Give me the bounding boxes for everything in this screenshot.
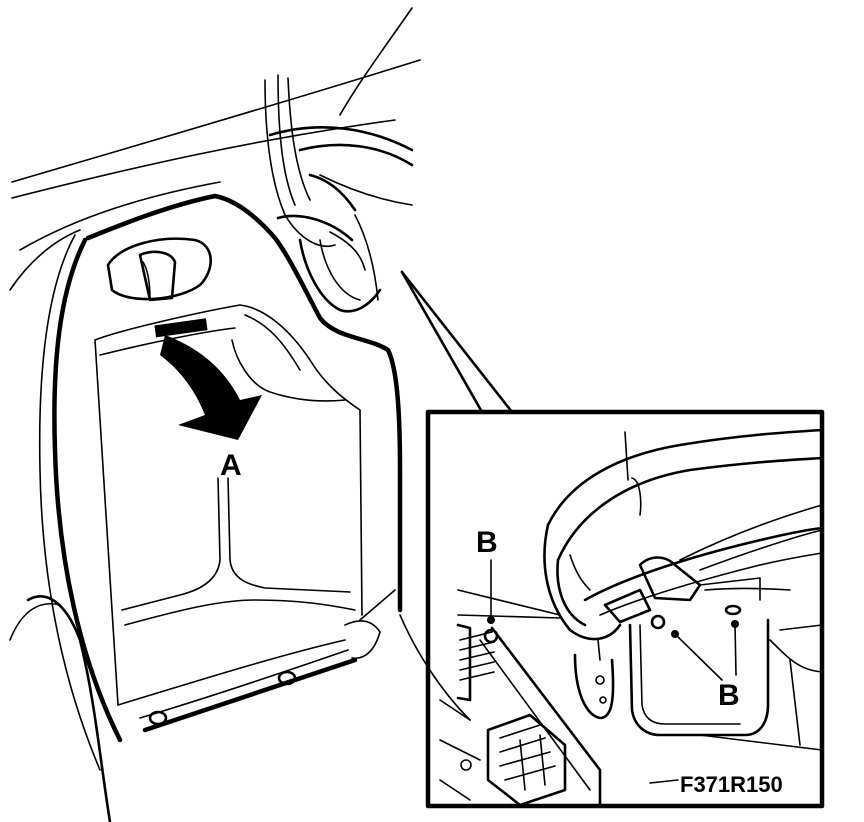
main-view: A (9, 7, 471, 822)
detail-inset: B B F371R150 (425, 409, 825, 809)
removal-arrow (160, 335, 262, 440)
label-a: A (220, 449, 242, 482)
label-b-right: B (718, 679, 740, 712)
label-b-left: B (476, 526, 498, 559)
fastener-b-left (487, 616, 495, 624)
detail-frame (425, 409, 825, 809)
figure-code: F371R150 (680, 772, 783, 797)
callout-leader (400, 270, 514, 414)
